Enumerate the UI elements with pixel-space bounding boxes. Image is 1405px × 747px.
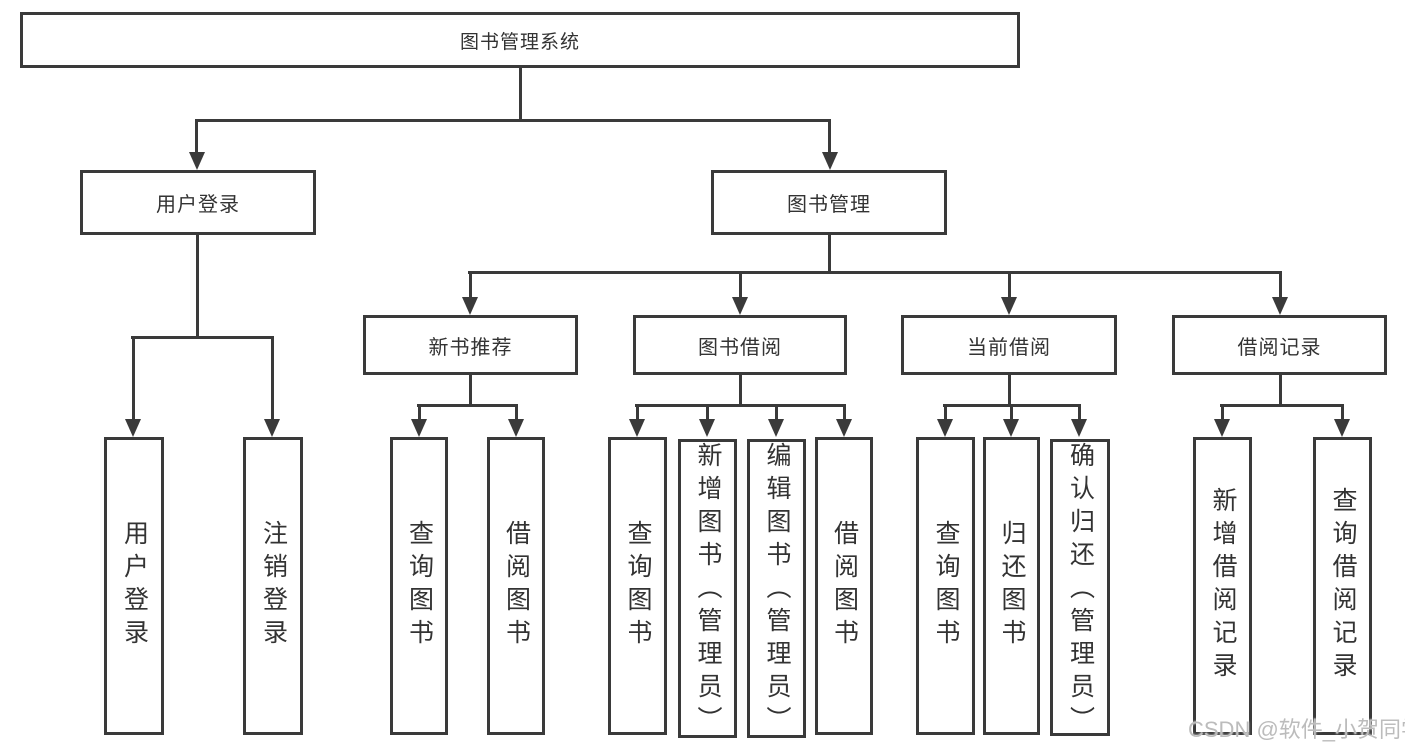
connector-vline: [1010, 404, 1013, 421]
connector-vline: [519, 68, 522, 120]
connector-arrowhead: [836, 419, 852, 437]
connector-arrowhead: [189, 152, 205, 170]
connector-vline: [1008, 375, 1011, 406]
node-book-management: 图书管理: [711, 170, 947, 235]
node-root-label: 图书管理系统: [459, 31, 580, 53]
connector-hline: [131, 336, 274, 339]
leaf-logout-label: 注销登录: [259, 520, 288, 652]
node-borrow-records-label: 借阅记录: [1237, 336, 1322, 359]
leaf-logout: 注销登录: [243, 437, 303, 735]
node-new-book-recommend-label: 新书推荐: [428, 336, 513, 359]
connector-vline: [515, 404, 518, 421]
csdn-watermark: CSDN @软件_小贺同学: [1188, 717, 1405, 742]
node-user-login-label: 用户登录: [156, 194, 240, 216]
leaf-query-borrow-record-label: 查询借阅记录: [1329, 487, 1357, 685]
connector-vline: [1008, 271, 1011, 299]
leaf-query-books-3-label: 查询图书: [932, 520, 960, 652]
node-current-borrow: 当前借阅: [901, 315, 1117, 375]
node-book-borrow: 图书借阅: [633, 315, 847, 375]
leaf-query-borrow-record: 查询借阅记录: [1313, 437, 1372, 735]
connector-hline: [468, 271, 1282, 274]
connector-vline: [843, 404, 846, 421]
connector-arrowhead: [508, 419, 524, 437]
connector-arrowhead: [822, 152, 838, 170]
leaf-add-borrow-record: 新增借阅记录: [1193, 437, 1252, 735]
connector-hline: [1220, 404, 1344, 407]
connector-vline: [1341, 404, 1344, 421]
leaf-confirm-return-admin: 确认归还（管理员）: [1050, 439, 1110, 739]
connector-vline: [196, 235, 199, 338]
leaf-user-login: 用户登录: [104, 437, 164, 735]
leaf-confirm-return-admin-label: 确认归还（管理员）: [1066, 442, 1095, 739]
connector-arrowhead: [1003, 419, 1019, 437]
connector-arrowhead: [125, 419, 141, 437]
connector-vline: [271, 336, 274, 420]
leaf-borrow-books-2-label: 借阅图书: [830, 520, 859, 652]
connector-vline: [469, 375, 472, 406]
connector-vline: [706, 404, 709, 421]
node-user-login: 用户登录: [80, 170, 316, 235]
connector-vline: [775, 404, 778, 421]
connector-arrowhead: [411, 419, 427, 437]
connector-vline: [739, 271, 742, 299]
node-new-book-recommend: 新书推荐: [363, 315, 578, 375]
leaf-add-book-admin-label: 新增图书（管理员）: [694, 442, 722, 739]
connector-arrowhead: [1001, 297, 1017, 315]
leaf-query-books-1: 查询图书: [390, 437, 448, 735]
connector-vline: [469, 271, 472, 299]
connector-hline: [417, 404, 518, 407]
leaf-user-login-label: 用户登录: [120, 520, 149, 652]
connector-vline: [636, 404, 639, 421]
connector-vline: [828, 235, 831, 273]
connector-arrowhead: [1214, 419, 1230, 437]
leaf-add-borrow-record-label: 新增借阅记录: [1209, 487, 1237, 685]
node-root: 图书管理系统: [20, 12, 1020, 68]
connector-arrowhead: [768, 419, 784, 437]
connector-arrowhead: [699, 419, 715, 437]
connector-vline: [132, 336, 135, 420]
leaf-add-book-admin: 新增图书（管理员）: [678, 439, 737, 739]
leaf-borrow-books-2: 借阅图书: [815, 437, 873, 735]
connector-arrowhead: [937, 419, 953, 437]
connector-arrowhead: [1272, 297, 1288, 315]
connector-vline: [1078, 404, 1081, 421]
connector-hline: [635, 404, 846, 407]
connector-vline: [1279, 375, 1282, 406]
connector-arrowhead: [1334, 419, 1350, 437]
connector-vline: [195, 119, 198, 153]
node-borrow-records: 借阅记录: [1172, 315, 1387, 375]
leaf-query-books-1-label: 查询图书: [405, 520, 434, 652]
connector-vline: [1279, 271, 1282, 299]
leaf-return-book: 归还图书: [983, 437, 1040, 735]
node-book-management-label: 图书管理: [787, 194, 871, 216]
connector-vline: [828, 119, 831, 153]
connector-vline: [944, 404, 947, 421]
node-current-borrow-label: 当前借阅: [967, 336, 1051, 359]
connector-arrowhead: [732, 297, 748, 315]
leaf-edit-book-admin-label: 编辑图书（管理员）: [763, 442, 791, 739]
connector-vline: [418, 404, 421, 421]
node-book-borrow-label: 图书借阅: [698, 336, 782, 359]
leaf-return-book-label: 归还图书: [998, 520, 1026, 652]
leaf-query-books-2: 查询图书: [608, 437, 667, 735]
connector-arrowhead: [462, 297, 478, 315]
connector-vline: [1221, 404, 1224, 421]
connector-hline: [196, 119, 831, 122]
connector-arrowhead: [629, 419, 645, 437]
connector-arrowhead: [1071, 419, 1087, 437]
leaf-borrow-books-1: 借阅图书: [487, 437, 545, 735]
connector-arrowhead: [264, 419, 280, 437]
connector-vline: [739, 375, 742, 406]
leaf-query-books-3: 查询图书: [916, 437, 975, 735]
leaf-query-books-2-label: 查询图书: [624, 520, 652, 652]
leaf-edit-book-admin: 编辑图书（管理员）: [747, 439, 806, 739]
leaf-borrow-books-1-label: 借阅图书: [502, 520, 531, 652]
